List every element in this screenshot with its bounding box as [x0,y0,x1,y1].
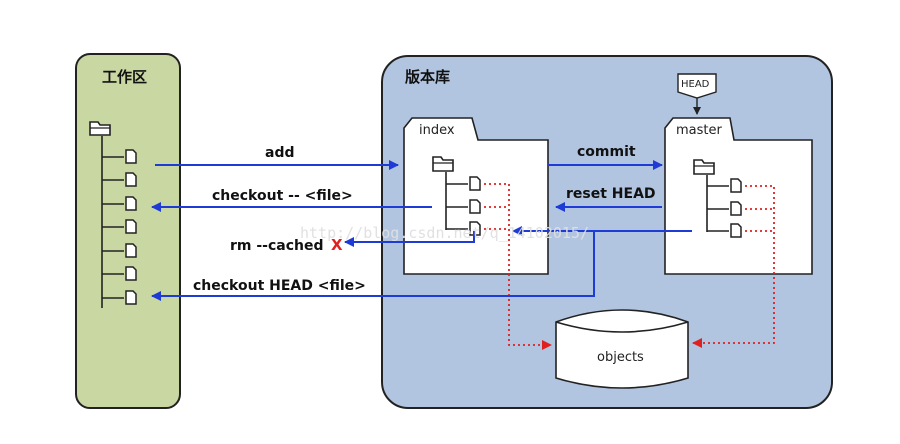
file-icon [730,223,742,238]
file-icon [125,172,137,187]
file-icon [730,201,742,216]
workspace-title: 工作区 [102,68,147,86]
workspace-file-tree [102,149,137,305]
file-icon [469,221,481,236]
rm-cached-arrow [344,231,475,247]
objects-label: objects [597,350,644,365]
command-arrows [151,160,692,301]
master-folder-icon [693,159,715,175]
master-file-tree [707,178,742,238]
rm-cached-label: rm --cached [230,238,324,254]
workspace-panel: 工作区 [75,53,181,409]
objects-store: objects [555,309,689,389]
head-label: HEAD [681,79,710,90]
file-icon [125,243,137,258]
rm-cross-icon: X [331,236,343,254]
index-label: index [419,123,455,138]
file-icon [730,178,742,193]
index-folder-icon [432,156,454,172]
commit-label: commit [577,144,636,160]
watermark-text: http://blog.csdn.net/q_14102015/ [300,224,589,242]
workspace-folder-icon [89,121,111,136]
file-icon [125,219,137,234]
repository-title: 版本库 [405,68,450,86]
object-links [484,183,775,350]
checkout-file-label: checkout -- <file> [212,188,353,204]
master-box: master [664,117,813,275]
file-icon [469,199,481,214]
checkout-head-arrow [151,230,692,301]
reset-head-label: reset HEAD [566,186,656,202]
file-icon [469,176,481,191]
add-label: add [265,145,295,161]
file-icon [125,290,137,305]
file-icon [125,149,137,164]
checkout-head-label: checkout HEAD <file> [193,278,366,294]
index-file-tree [446,176,481,236]
file-icon [125,266,137,281]
file-icon [125,196,137,211]
head-tag: HEAD [677,73,717,115]
index-box: index [403,117,549,275]
master-label: master [676,123,722,138]
